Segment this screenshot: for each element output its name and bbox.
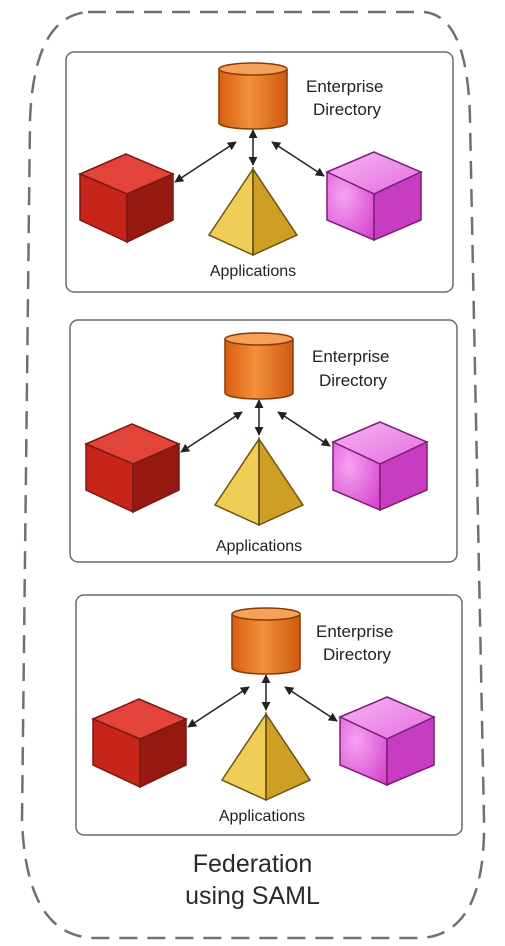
federation-caption-line1: Federation bbox=[192, 850, 313, 878]
directory-label-line2: Directory bbox=[313, 100, 382, 119]
applications-label: Applications bbox=[210, 263, 296, 280]
directory-label-line1: Enterprise bbox=[316, 622, 393, 641]
directory-panel-2: Enterprise Directory Applications bbox=[69, 319, 458, 563]
directory-label-line1: Enterprise bbox=[312, 347, 389, 366]
directory-label-line2: Directory bbox=[319, 371, 388, 390]
directory-label-line2: Directory bbox=[323, 645, 392, 664]
applications-label: Applications bbox=[216, 538, 302, 555]
directory-panel-1: Enterprise Directory Applications bbox=[65, 51, 454, 293]
applications-label: Applications bbox=[219, 808, 305, 825]
directory-panel-3: Enterprise Directory Applications bbox=[75, 594, 463, 836]
directory-label-line1: Enterprise bbox=[306, 77, 383, 96]
federation-caption-line2: using SAML bbox=[185, 882, 320, 910]
